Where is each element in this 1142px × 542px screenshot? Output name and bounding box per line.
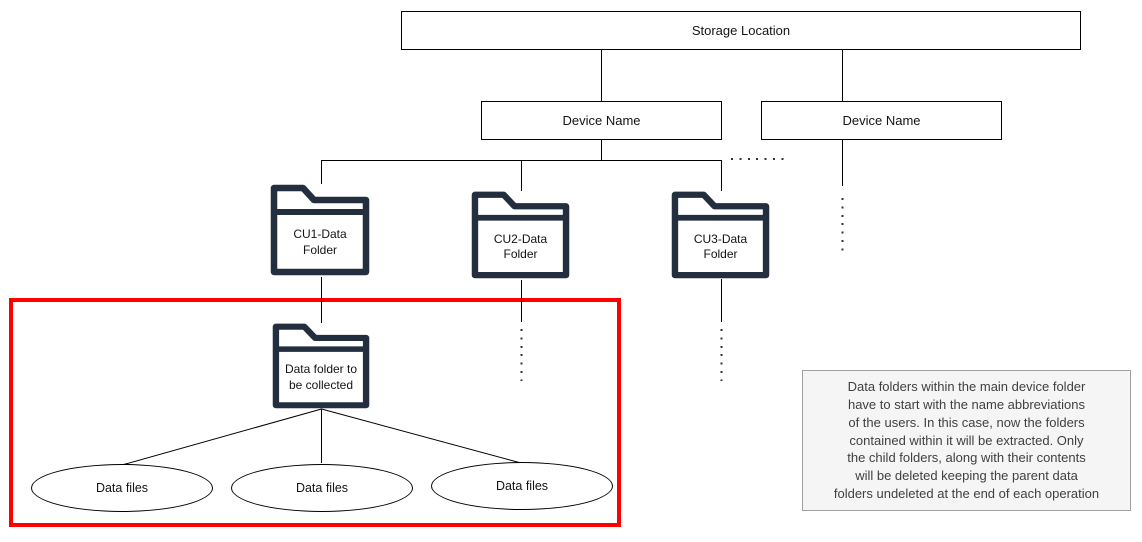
data-files-label-3: Data files (495, 479, 549, 493)
data-files-label-2: Data files (295, 481, 349, 495)
device-name-box-2: Device Name (761, 101, 1002, 140)
folder-to-be-collected: Data folder to be collected (272, 322, 370, 409)
storage-location-label: Storage Location (691, 23, 791, 38)
folder-cu1-label: CU1-Data Folder (293, 227, 347, 257)
folder-icon (270, 184, 370, 276)
device-name-label-2: Device Name (842, 113, 921, 128)
data-files-ellipse-2: Data files (231, 464, 413, 512)
note-text: Data folders within the main device fold… (833, 378, 1100, 502)
data-files-label-1: Data files (95, 481, 149, 495)
note-box: Data folders within the main device fold… (802, 370, 1131, 511)
folder-icon (471, 191, 570, 279)
folder-cu3-label: CU3-Data Folder (693, 231, 748, 262)
folder-icon (272, 323, 370, 409)
data-files-ellipse-3: Data files (431, 462, 613, 510)
folder-cu1: CU1-Data Folder (270, 183, 370, 276)
folder-cu2: CU2-Data Folder (471, 190, 570, 279)
folder-to-be-collected-label: Data folder to be collected (284, 362, 358, 393)
folder-cu2-label: CU2-Data Folder (493, 231, 548, 262)
highlight-rectangle (9, 298, 621, 527)
storage-location-box: Storage Location (401, 11, 1081, 50)
data-files-ellipse-1: Data files (31, 464, 213, 512)
device-name-box-1: Device Name (481, 101, 722, 140)
folder-cu3: CU3-Data Folder (671, 190, 770, 279)
device-name-label-1: Device Name (562, 113, 641, 128)
folder-icon (671, 191, 770, 279)
